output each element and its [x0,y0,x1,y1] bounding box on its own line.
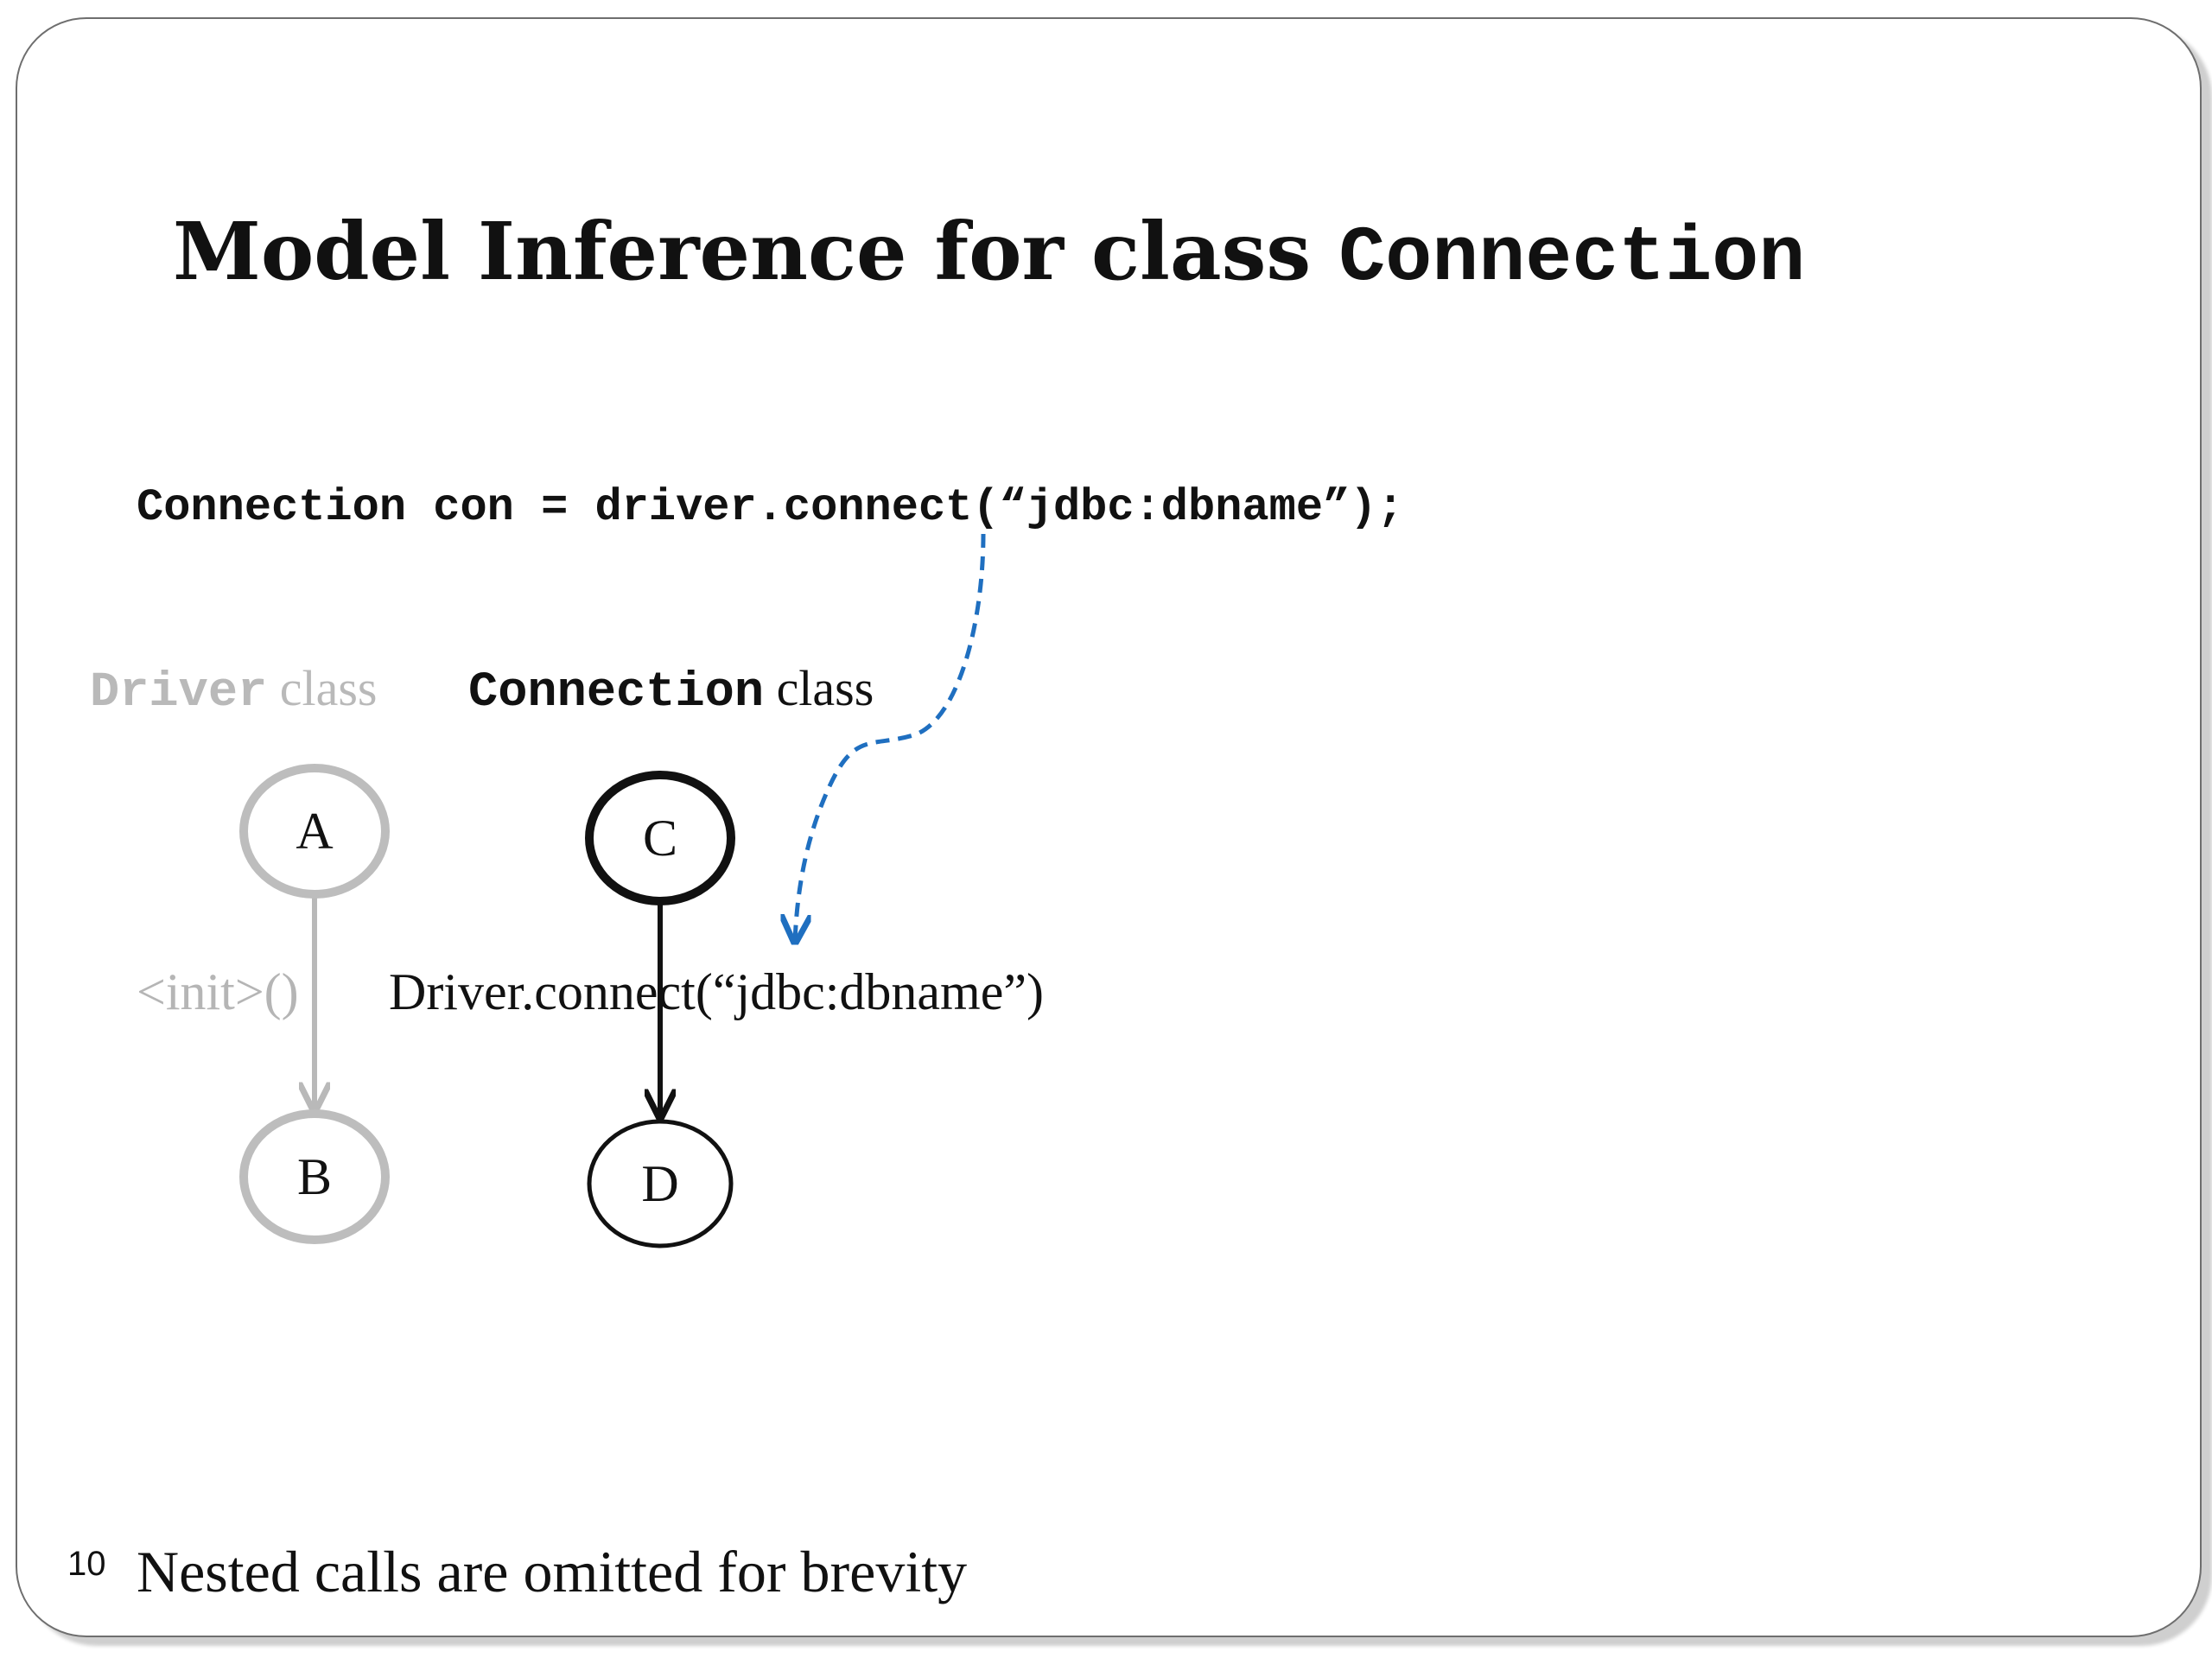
node-c-label: C [642,810,678,867]
node-d [587,1119,734,1248]
title-text: Model Inference for class [173,205,1339,298]
node-a [239,764,390,899]
connection-class-suffix: class [764,660,874,716]
dashed-mapping-arrow [795,533,986,942]
node-a-label: A [296,803,334,860]
driver-edge-label: <init>() [137,963,299,1020]
driver-class-label: Driver class [90,664,377,718]
page-number: 10 [67,1545,106,1583]
code-line: Connection con = driver.connect(“jdbc:db… [137,482,1404,533]
node-c [585,771,735,905]
driver-class-name: Driver [90,665,268,721]
driver-class-suffix: class [267,660,378,716]
slide-title: Model Inference for class Connection [173,212,1805,298]
connection-class-name: Connection [468,665,765,721]
footnote: Nested calls are omitted for brevity [137,1539,968,1604]
connection-class-label: Connection class [468,664,874,718]
node-b [239,1109,390,1244]
node-b-label: B [296,1148,333,1205]
connection-edge-label: Driver.connect(“jdbc:dbname”) [389,963,1044,1020]
node-d-label: D [641,1155,679,1212]
title-code: Connection [1338,215,1806,303]
